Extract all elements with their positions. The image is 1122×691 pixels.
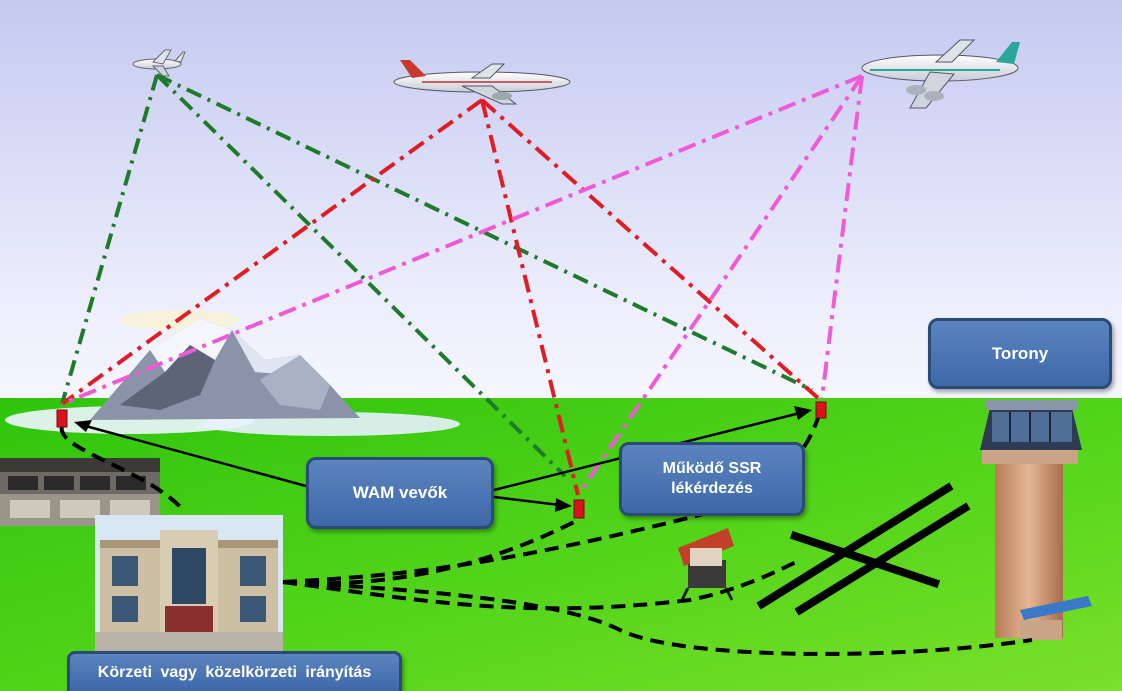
runway-icon: [756, 482, 971, 616]
tower-box: Torony: [928, 318, 1112, 389]
wam-receivers-box: WAM vevők: [306, 457, 494, 529]
control-center-label: Körzeti vagy közelkörzeti irányítás: [97, 663, 372, 681]
receiver-icon: [573, 499, 585, 519]
small-jet-icon: [132, 49, 186, 77]
tower-label: Torony: [991, 343, 1049, 363]
ssr-interrogation-box: Működő SSR lékérdezés: [619, 442, 805, 516]
receiver-icon: [56, 409, 68, 428]
control-center-box: Körzeti vagy közelkörzeti irányítás: [67, 651, 402, 691]
red-signal-lines: [60, 98, 820, 496]
control-tower-icon: [980, 400, 1092, 640]
wam-receivers-label: WAM vevők: [352, 483, 448, 503]
ssr-label-line2: lékérdezés: [671, 480, 753, 497]
building-icon: [95, 515, 283, 652]
radar-icon: [678, 528, 734, 601]
pink-signal-lines: [61, 74, 864, 494]
airliner-teal-icon: [861, 39, 1020, 109]
ssr-label-line1: Működő SSR: [662, 460, 762, 477]
airliner-red-icon: [393, 60, 571, 105]
receiver-icon: [815, 401, 827, 419]
receivers: [56, 401, 827, 519]
